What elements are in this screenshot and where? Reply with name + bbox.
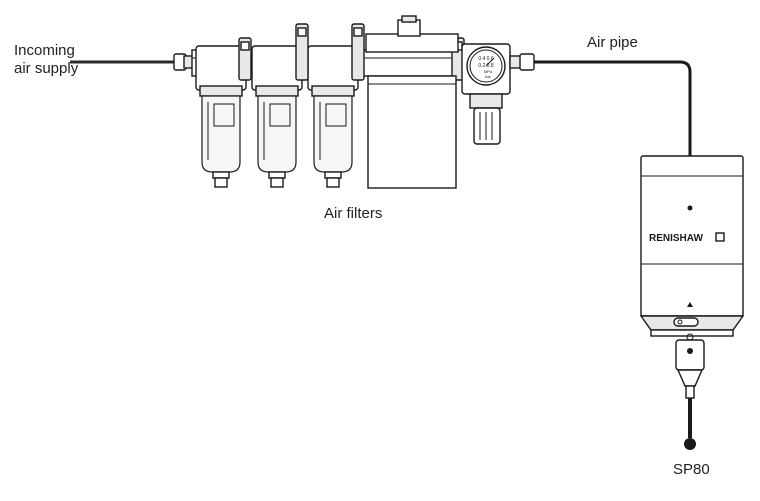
gauge-needle — [485, 57, 495, 67]
filter-unit-1 — [195, 45, 247, 188]
stylus-ball — [684, 438, 696, 450]
mounting-clamp-3 — [351, 23, 365, 81]
regulator-adjust-knob — [473, 107, 501, 145]
mounting-clamp-2 — [295, 23, 309, 81]
incoming-air-label-line1: Incoming — [14, 42, 75, 59]
sp80-probe: RENISHAW — [639, 155, 745, 450]
air-pipe-label: Air pipe — [587, 34, 638, 51]
air-pipe — [534, 60, 692, 156]
filter-unit-3 — [307, 45, 359, 188]
inlet-fitting — [173, 53, 195, 71]
air-filters-label: Air filters — [324, 205, 382, 222]
probe-screw — [687, 205, 693, 211]
gauge-unit-bar: bar — [485, 74, 491, 79]
probe-logo-mark — [715, 232, 725, 242]
gauge-scale-top: 0.4 0.6 — [478, 56, 494, 62]
outlet-fitting — [509, 53, 535, 71]
incoming-air-label-line2: air supply — [14, 60, 79, 77]
probe-brand-logo: RENISHAW — [649, 233, 703, 244]
filter-housing — [365, 15, 459, 189]
pressure-regulator: 0.4 0.6 0.2 0.8 MPa bar — [461, 43, 511, 145]
stylus-module — [675, 339, 705, 371]
sp80-label: SP80 — [673, 461, 710, 478]
mounting-clamp-1 — [238, 37, 252, 81]
probe-alignment-arrow — [687, 302, 693, 307]
filter-unit-2 — [251, 45, 303, 188]
gauge-unit-mpa: MPa — [484, 69, 493, 74]
